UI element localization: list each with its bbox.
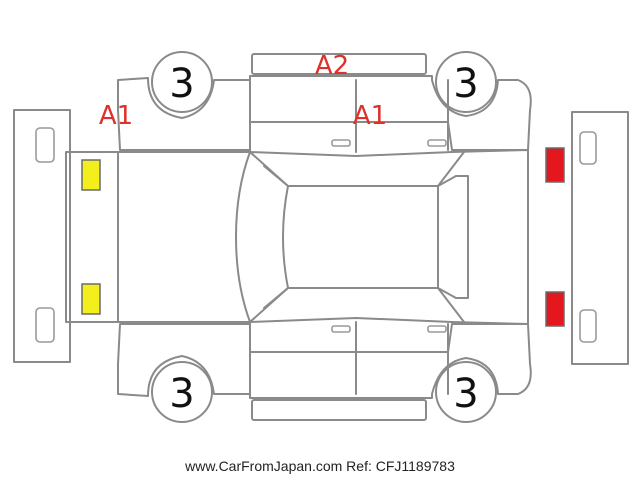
left-side-profile [117, 75, 532, 153]
damage-label-roof: A2 [315, 51, 349, 81]
damage-label-rear-door: A1 [353, 101, 387, 131]
front-bumper [13, 109, 71, 363]
wheel-front-right: 3 [151, 361, 213, 423]
headlight-bottom-indicator [81, 283, 101, 315]
headlight-top-indicator [81, 159, 101, 191]
wheel-front-left-grade: 3 [169, 61, 194, 107]
taillight-bottom-indicator [545, 291, 565, 327]
side-sill-top [251, 53, 427, 75]
top-view-body [65, 149, 529, 325]
wheel-front-left: 3 [151, 51, 213, 113]
wheel-front-right-grade: 3 [169, 371, 194, 417]
taillight-top-indicator [545, 147, 565, 183]
right-side-profile [117, 321, 532, 399]
side-sill-bottom [251, 399, 427, 421]
reference-footer: www.CarFromJapan.com Ref: CFJ1189783 [185, 458, 455, 474]
wheel-rear-right-grade: 3 [453, 371, 478, 417]
wheel-rear-left-grade: 3 [453, 61, 478, 107]
wheel-rear-left: 3 [435, 51, 497, 113]
wheel-rear-right: 3 [435, 361, 497, 423]
damage-label-front-left: A1 [99, 101, 133, 131]
rear-bumper [571, 111, 629, 365]
